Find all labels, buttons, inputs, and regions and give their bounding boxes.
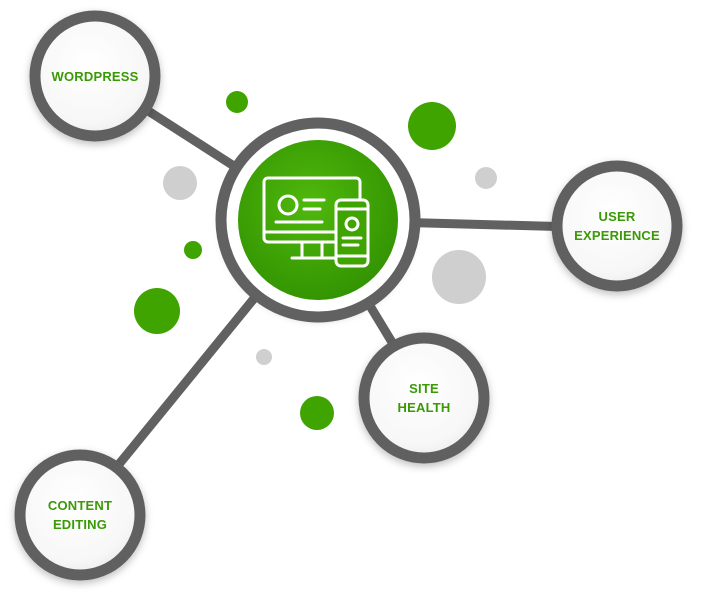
bubble-green (226, 91, 248, 113)
bubble-green (184, 241, 202, 259)
bubble-gray (256, 349, 272, 365)
node-wordpress: WORDPRESS (29, 10, 161, 142)
node-label-site-health-line2: HEALTH (398, 400, 451, 415)
node-label-content-editing-line1: CONTENT (48, 498, 112, 513)
node-label-content-editing-line2: EDITING (53, 517, 107, 532)
node-label-wordpress: WORDPRESS (51, 69, 138, 84)
bubble-green (300, 396, 334, 430)
bubble-gray (432, 250, 486, 304)
bubble-gray (163, 166, 197, 200)
node-user-experience: USER EXPERIENCE (551, 160, 683, 292)
node-label-user-experience-line1: USER (599, 209, 636, 224)
center-disc (238, 140, 398, 300)
center-ring (215, 117, 421, 323)
node-content-editing: CONTENT EDITING (14, 449, 146, 581)
node-label-user-experience-line2: EXPERIENCE (574, 228, 660, 243)
node-site-health: SITE HEALTH (358, 332, 490, 464)
bubble-green (408, 102, 456, 150)
node-label-site-health-line1: SITE (409, 381, 439, 396)
bubble-gray (475, 167, 497, 189)
decorative-bubbles (134, 91, 497, 430)
bubble-green (134, 288, 180, 334)
center-hub (215, 117, 421, 323)
devices-icon (262, 176, 370, 268)
